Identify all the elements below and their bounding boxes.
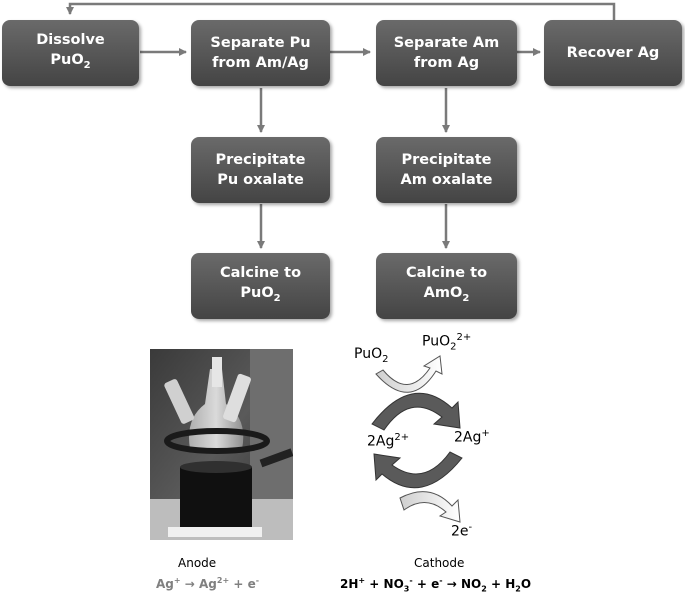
precip-am-line2: Am oxalate bbox=[400, 172, 493, 188]
calcine-pu-line1: Calcine to bbox=[219, 265, 302, 282]
separate-am-line1: Separate Am bbox=[393, 35, 500, 51]
calcine-am-line1: Calcine to bbox=[405, 265, 488, 282]
dissolve-line1: Dissolve bbox=[36, 32, 105, 49]
anode-label: Anode bbox=[178, 556, 217, 570]
ag2plus-label: 2Ag2+ bbox=[367, 432, 410, 450]
agplus-label: 2Ag+ bbox=[454, 428, 490, 446]
silver-reduction-arrow bbox=[371, 392, 461, 431]
separate-am-line2: from Ag bbox=[413, 55, 480, 71]
electrochemical-cell-photo bbox=[150, 349, 293, 540]
silver-oxidation-arrow bbox=[373, 451, 463, 489]
cathode-label: Cathode bbox=[414, 556, 465, 570]
electrons-label: 2e- bbox=[451, 522, 473, 540]
separate-am-box: Separate Am from Ag bbox=[376, 20, 517, 86]
oxidation-arrow-top bbox=[375, 355, 443, 393]
dissolve-box: Dissolve PuO2 bbox=[2, 20, 139, 86]
precip-pu-line1: Precipitate bbox=[215, 152, 306, 168]
precip-am-line1: Precipitate bbox=[401, 152, 492, 168]
recycle-arrow bbox=[66, 2, 616, 22]
calcine-am-box: Calcine to AmO2 bbox=[376, 253, 517, 319]
recover-ag-box: Recover Ag bbox=[544, 20, 682, 86]
separate-pu-line2: from Am/Ag bbox=[212, 55, 309, 71]
separate-pu-line1: Separate Pu bbox=[210, 35, 311, 51]
cathode-equation: 2H+ + NO3- + e- → NO2 + H2O bbox=[340, 576, 532, 593]
anode-equation: Ag+ → Ag2+ + e- bbox=[156, 576, 260, 591]
recover-ag-line1: Recover Ag bbox=[566, 45, 660, 61]
electron-arrow-bottom bbox=[399, 491, 461, 523]
dissolve-line2: PuO2 bbox=[50, 52, 91, 71]
precip-pu-line2: Pu oxalate bbox=[217, 172, 304, 188]
puo2-label: PuO2 bbox=[354, 346, 389, 365]
calcine-pu-line2: PuO2 bbox=[240, 285, 281, 304]
precip-am-box: Precipitate Am oxalate bbox=[376, 137, 517, 203]
calcine-pu-box: Calcine to PuO2 bbox=[191, 253, 330, 319]
puo2-ion-label: PuO22+ bbox=[422, 332, 472, 353]
precip-pu-box: Precipitate Pu oxalate bbox=[191, 137, 330, 203]
calcine-am-line2: AmO2 bbox=[423, 285, 470, 304]
separate-pu-box: Separate Pu from Am/Ag bbox=[191, 20, 330, 86]
